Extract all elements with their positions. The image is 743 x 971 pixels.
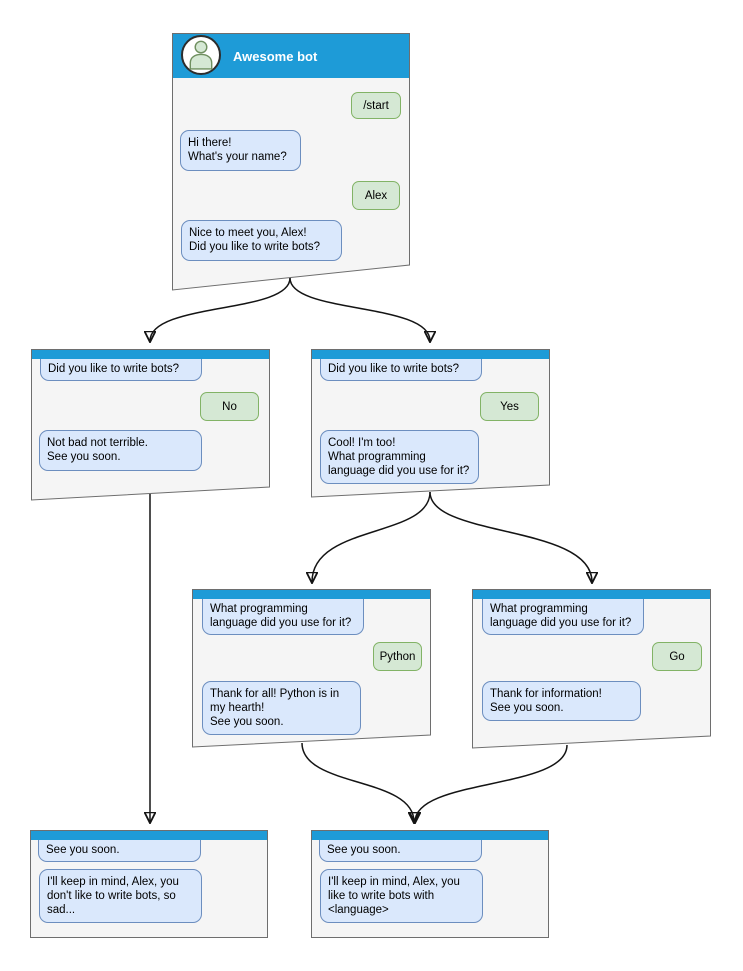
window-titlebar — [193, 590, 430, 599]
window-title: Awesome bot — [233, 48, 318, 64]
bot-message-bubble: Hi there! What's your name? — [180, 130, 301, 171]
bot-message-bubble: Thank for all! Python is in my hearth! S… — [202, 681, 361, 735]
window-titlebar — [31, 831, 267, 840]
arrow-yes-to-go — [429, 491, 592, 582]
bot-message-bubble: Did you like to write bots? — [320, 359, 482, 381]
arrow-yes-to-python — [312, 491, 431, 582]
user-reply-bubble: No — [200, 392, 259, 421]
chat-window-branch-go: What programming language did you use fo… — [472, 589, 711, 749]
bot-message-bubble: Did you like to write bots? — [40, 359, 202, 381]
bot-message-bubble: See you soon. — [319, 840, 482, 862]
bot-message-bubble: Not bad not terrible. See you soon. — [39, 430, 202, 471]
chat-window-end-no: See you soon. I'll keep in mind, Alex, y… — [30, 830, 268, 938]
bot-message-bubble: Cool! I'm too! What programming language… — [320, 430, 479, 484]
person-icon — [189, 40, 213, 70]
user-reply-bubble: Python — [373, 642, 422, 671]
window-titlebar — [473, 590, 710, 599]
window-titlebar — [32, 350, 269, 359]
window-titlebar — [312, 350, 549, 359]
bot-message-bubble: I'll keep in mind, Alex, you don't like … — [39, 869, 202, 923]
bot-message-bubble: What programming language did you use fo… — [202, 599, 364, 635]
chat-window-branch-python: What programming language did you use fo… — [192, 589, 431, 748]
user-reply-bubble: Alex — [352, 181, 400, 210]
user-reply-bubble: Go — [652, 642, 702, 671]
arrow-python-to-end — [301, 742, 414, 822]
chat-window-branch-no: Did you like to write bots? No Not bad n… — [31, 349, 270, 501]
bot-message-bubble: Thank for information! See you soon. — [482, 681, 641, 721]
window-titlebar — [312, 831, 548, 840]
bot-message-bubble: I'll keep in mind, Alex, you like to wri… — [320, 869, 483, 923]
bot-message-bubble: Nice to meet you, Alex! Did you like to … — [181, 220, 342, 261]
user-reply-bubble: /start — [351, 92, 401, 119]
user-reply-bubble: Yes — [480, 392, 539, 421]
chat-window-start: Awesome bot /start Hi there! What's your… — [172, 33, 410, 291]
window-titlebar: Awesome bot — [173, 34, 409, 78]
arrow-go-to-end — [415, 744, 568, 822]
chat-window-branch-yes: Did you like to write bots? Yes Cool! I'… — [311, 349, 550, 498]
bot-message-bubble: See you soon. — [38, 840, 201, 862]
chat-window-end-yes: See you soon. I'll keep in mind, Alex, y… — [311, 830, 549, 938]
bot-avatar — [181, 35, 221, 75]
bot-message-bubble: What programming language did you use fo… — [482, 599, 644, 635]
